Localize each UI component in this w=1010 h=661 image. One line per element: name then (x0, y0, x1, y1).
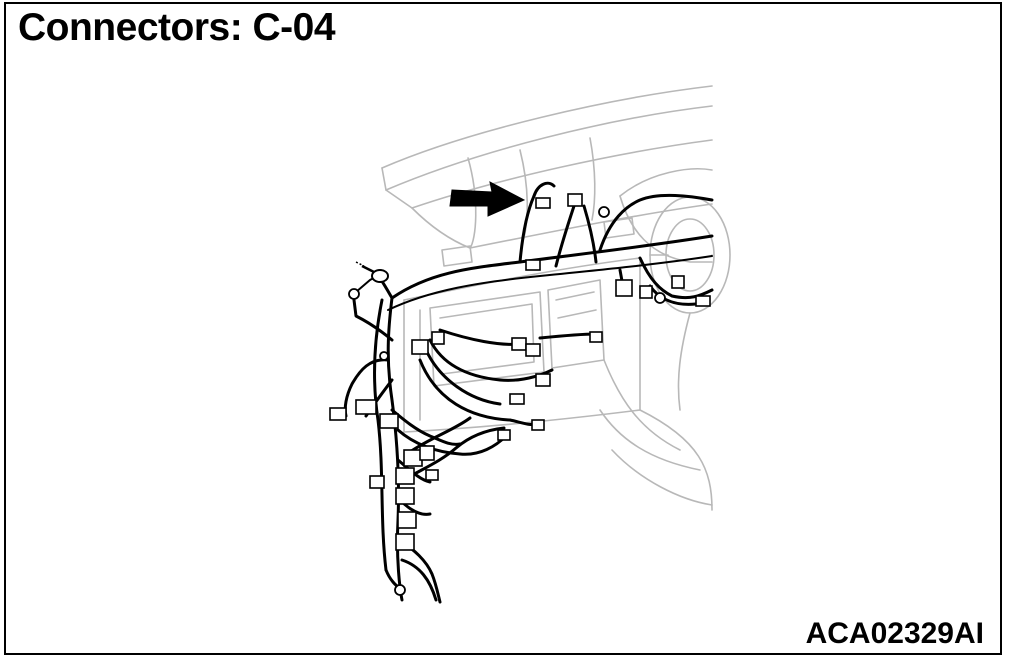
connector (395, 533, 415, 551)
connector (355, 399, 377, 415)
ground-terminal (394, 584, 406, 596)
connector (589, 331, 603, 343)
connector (395, 467, 415, 485)
connector (639, 285, 653, 299)
harness-connectors (329, 193, 711, 551)
connector (535, 197, 551, 209)
location-arrow-icon (449, 181, 526, 217)
connector (419, 445, 435, 461)
connector (329, 407, 347, 421)
connector (509, 393, 525, 405)
connector (531, 419, 545, 431)
connector (395, 487, 415, 505)
connector (369, 475, 385, 489)
connector (411, 339, 429, 355)
connector (511, 337, 527, 351)
connector (695, 295, 711, 307)
ground-terminal (379, 351, 389, 361)
connector (425, 469, 439, 481)
ground-terminals (348, 206, 666, 596)
ground-terminal (598, 206, 610, 218)
figure-title: Connectors: C-04 (18, 6, 336, 49)
ground-terminal (654, 292, 666, 304)
harness-grommet (355, 261, 389, 283)
connector (671, 275, 685, 289)
connector (567, 193, 583, 207)
connector (535, 373, 551, 387)
connector (525, 343, 541, 357)
connector (431, 331, 445, 345)
connector (379, 413, 399, 429)
connector (497, 429, 511, 441)
figure-frame (4, 2, 1002, 655)
connector (525, 259, 541, 271)
connector (397, 511, 417, 529)
ground-terminal (348, 288, 360, 300)
figure-code: ACA02329AI (805, 617, 984, 650)
connector (615, 279, 633, 297)
